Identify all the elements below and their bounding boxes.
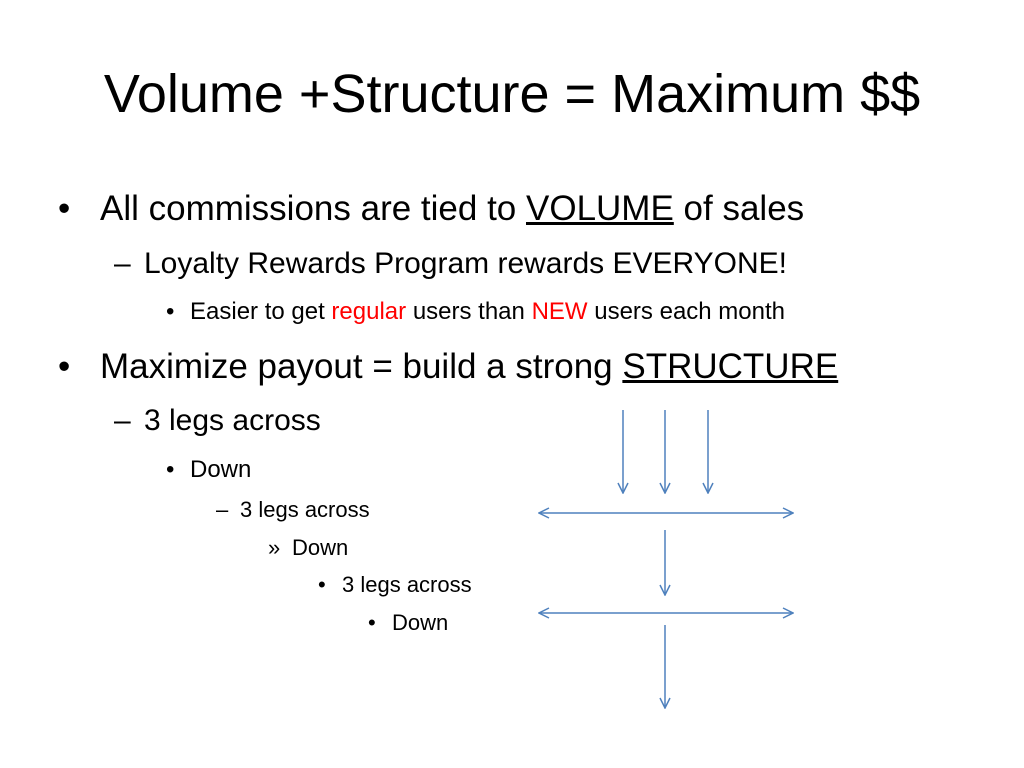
bullet-marker: • bbox=[368, 610, 376, 635]
nested-text: 3 legs across bbox=[342, 572, 472, 597]
nested-item-5: • 3 legs across bbox=[318, 571, 472, 599]
slide-title: Volume +Structure = Maximum $$ bbox=[103, 64, 921, 124]
nested-item-1: –3 legs across bbox=[114, 402, 321, 440]
bullet-marker: • bbox=[166, 298, 175, 325]
bullet-text: All commissions are tied to bbox=[100, 189, 517, 228]
nested-item-3: –3 legs across bbox=[216, 496, 370, 524]
bullet-text: Maximize payout = build a strong bbox=[100, 347, 613, 386]
sub-bullet-loyalty: –Loyalty Rewards Program rewards EVERYON… bbox=[114, 245, 787, 283]
subsub-text-after: users each month bbox=[594, 298, 786, 325]
dash-marker: – bbox=[216, 497, 229, 522]
bullet-text-after: of sales bbox=[683, 189, 805, 228]
bullet-marker: • bbox=[58, 347, 71, 386]
nested-item-4: » Down bbox=[268, 534, 348, 562]
bullet-marker: • bbox=[166, 456, 175, 483]
volume-emphasis: VOLUME bbox=[526, 189, 674, 228]
new-highlight: NEW bbox=[531, 298, 588, 325]
bullet-volume: • All commissions are tied to VOLUME of s… bbox=[58, 187, 804, 231]
subsub-bullet-easier: • Easier to get regular users than NEW us… bbox=[166, 297, 785, 327]
bullet-structure: • Maximize payout = build a strong STRUCT… bbox=[58, 345, 838, 389]
nested-item-2: • Down bbox=[166, 455, 251, 485]
bullet-marker: • bbox=[58, 189, 71, 228]
sub-bullet-text: Loyalty Rewards Program rewards EVERYONE… bbox=[144, 247, 788, 280]
nested-text: 3 legs across bbox=[240, 497, 370, 522]
regular-highlight: regular bbox=[331, 298, 407, 325]
dash-marker: – bbox=[114, 404, 131, 437]
chevron-marker: » bbox=[268, 535, 281, 560]
subsub-text-before: Easier to get bbox=[190, 298, 325, 325]
subsub-text-middle: users than bbox=[412, 298, 525, 325]
structure-emphasis: STRUCTURE bbox=[622, 347, 839, 386]
nested-text: Down bbox=[292, 535, 349, 560]
nested-text: 3 legs across bbox=[144, 404, 321, 437]
nested-item-6: • Down bbox=[368, 609, 448, 637]
dash-marker: – bbox=[114, 247, 131, 280]
nested-text: Down bbox=[190, 456, 252, 483]
bullet-marker: • bbox=[318, 572, 326, 597]
nested-text: Down bbox=[392, 610, 449, 635]
